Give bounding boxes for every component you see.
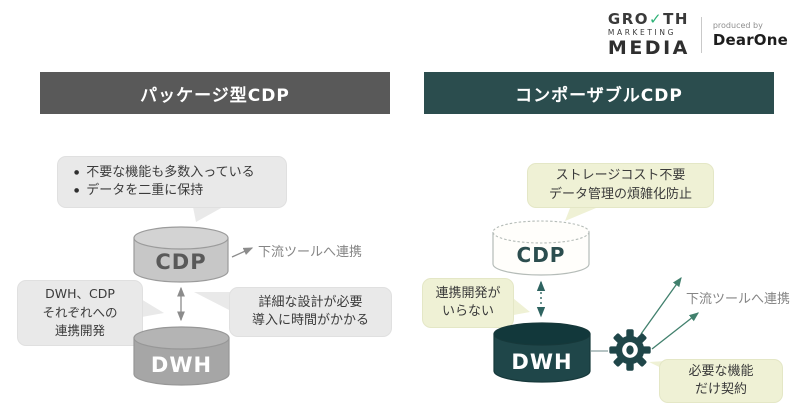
right-storage-bubble: ストレージコスト不要 データ管理の煩雑化防止 [527,163,714,208]
header-packaged-cdp: パッケージ型CDP [40,72,390,114]
right-nodev-bubble: 連携開発が いらない [422,278,514,328]
producer-brand: produced by DearOne [713,21,788,49]
logo-wordmark: GRO✓TH MARKETING MEDIA [608,12,690,58]
left-dwh-cylinder: DWH [133,326,230,386]
nodev-bubble-line: 連携開発が [435,285,501,301]
gear-icon [609,329,651,371]
header-composable-cdp: コンポーザブルCDP [424,72,774,114]
right-dwh-cylinder: DWH [493,322,591,383]
issue-item: 不要な機能も多数入っている [74,164,254,182]
nodev-bubble-line: いらない [441,304,494,319]
left-cdp-cylinder: CDP [133,226,229,283]
dev-bubble-line: それぞれへの [42,304,118,320]
gear-downstream-arrow-2 [651,312,700,350]
logo-growth-text: GRO✓TH [608,12,689,27]
growth-marketing-media-logo: GRO✓TH MARKETING MEDIA produced by DearO… [608,12,788,58]
left-dev-bubble: DWH、CDP それぞれへの 連携開発 [17,280,143,346]
check-icon: ✓ [649,10,664,28]
contract-bubble-line: 必要な機能 [688,363,754,379]
left-downstream-arrow [231,247,254,258]
design-bubble-tail [194,292,233,312]
issue-item: データを二重に保持 [74,182,203,200]
logo-divider [700,16,702,53]
right-cdp-cylinder: CDP [492,220,590,276]
design-bubble-line: 導入に時間がかかる [251,313,369,328]
left-design-bubble: 詳細な設計が必要 導入に時間がかかる [229,287,392,337]
contract-bubble-line: だけ契約 [694,382,747,397]
left-issues-bubble: 不要な機能も多数入っている データを二重に保持 [57,156,287,208]
right-contract-bubble: 必要な機能 だけ契約 [659,359,783,403]
logo-growth-post: TH [663,10,689,28]
dev-bubble-line: DWH、CDP [45,285,115,301]
storage-bubble-line: データ管理の煩雑化防止 [548,186,692,202]
logo-growth-pre: GRO [607,10,650,28]
right-dwh-label: DWH [511,350,572,374]
dev-bubble-line: 連携開発 [54,323,105,339]
storage-bubble-line: ストレージコスト不要 [555,168,686,184]
dearone-logo: DearOne [712,30,788,49]
left-cdp-label: CDP [155,250,206,274]
produced-by-label: produced by [712,20,763,30]
left-dwh-label: DWH [151,353,212,377]
right-cdp-label: CDP [517,243,566,267]
logo-media-text: MEDIA [607,36,690,59]
right-downstream-label: 下流ツールへ連携 [686,292,791,307]
design-bubble-line: 詳細な設計が必要 [258,294,363,310]
logo-marketing-text: MARKETING [607,28,676,37]
gear-downstream-arrow-1 [640,276,682,335]
left-downstream-label: 下流ツールへ連携 [258,245,363,260]
